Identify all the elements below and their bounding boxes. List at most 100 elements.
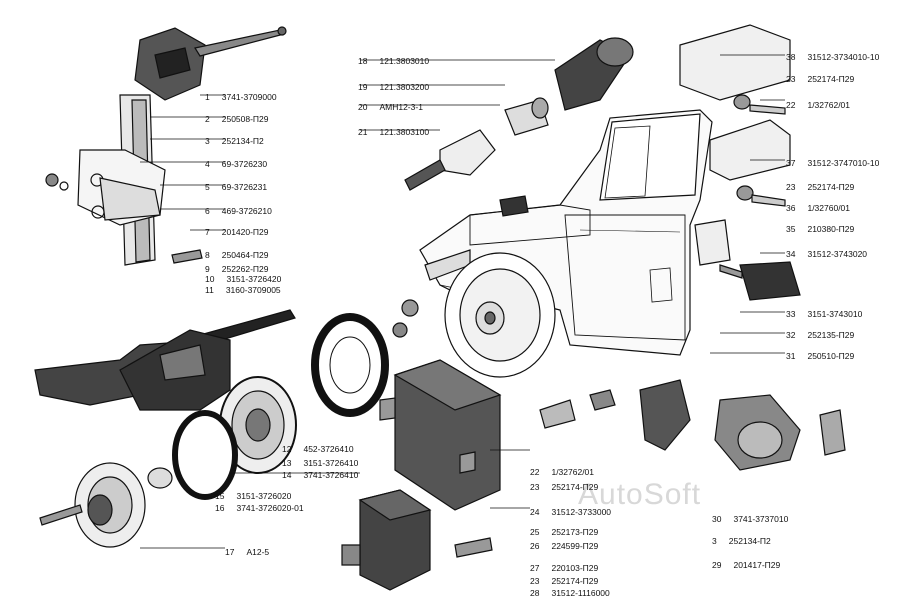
callout-number: 22 [530, 467, 540, 477]
part-code: 250464-П29 [221, 250, 269, 260]
part-code: 1/32762/01 [551, 467, 595, 477]
callout-number: 28 [530, 588, 540, 598]
callout-number: 5 [205, 182, 210, 192]
part-code: 3151-3726420 [226, 274, 282, 284]
callout-26: 26 224599-П29 [530, 541, 598, 551]
callout-number: 37 [786, 158, 796, 168]
callout-number: 22 [786, 100, 796, 110]
callout-23: 23 252174-П29 [530, 482, 598, 492]
part-code: 224599-П29 [551, 541, 599, 551]
callout-number: 25 [530, 527, 540, 537]
part-code: 31512-3743020 [807, 249, 868, 259]
callout-number: 4 [205, 159, 210, 169]
callout-7: 7 201420-П29 [205, 227, 269, 237]
callout-number: 23 [786, 182, 796, 192]
part-code: 3151-3726020 [236, 491, 292, 501]
callout-number: 19 [358, 82, 368, 92]
part-code: 252173-П29 [551, 527, 599, 537]
callout-number: 1 [205, 92, 210, 102]
callout-number: 31 [786, 351, 796, 361]
callout-35: 35 210380-П29 [786, 224, 854, 234]
part-code: 201417-П29 [733, 560, 781, 570]
part-code: 3741-3737010 [733, 514, 789, 524]
callout-number: 18 [358, 56, 368, 66]
lower-right-parts [454, 379, 846, 558]
callout-number: 2 [205, 114, 210, 124]
part-code: АМН12-3-1 [379, 102, 423, 112]
callout-38: 38 31512-3734010-10 [786, 52, 879, 62]
callout-number: 3 [205, 136, 210, 146]
part-code: 210380-П29 [807, 224, 855, 234]
part-code: 121.3803100 [379, 127, 430, 137]
callout-8: 8 250464-П29 [205, 250, 269, 260]
callout-number: 15 [215, 491, 225, 501]
leader-lines [140, 54, 785, 549]
part-code: 69-3726231 [221, 182, 268, 192]
callout-21: 21 121.3803100 [358, 127, 429, 137]
relay-block [379, 359, 502, 511]
mirror-assembly [694, 219, 801, 301]
watermark: AutoSoft [578, 478, 702, 511]
part-code: 201420-П29 [221, 227, 269, 237]
lower-relay [341, 489, 432, 591]
part-code: 252174-П29 [807, 182, 855, 192]
callout-33: 33 3151-3743010 [786, 309, 862, 319]
callout-number: 8 [205, 250, 210, 260]
callout-22: 22 1/32762/01 [530, 467, 594, 477]
part-code: 252174-П29 [807, 74, 855, 84]
part-code: 252134-П2 [728, 536, 771, 546]
callout-number: 21 [358, 127, 368, 137]
part-code: 3741-3726410 [303, 470, 359, 480]
part-code: 1/32760/01 [807, 203, 851, 213]
part-code: 3160-3709005 [225, 285, 281, 295]
callout-number: 23 [530, 482, 540, 492]
part-code: 452-3726410 [303, 444, 354, 454]
part-code: 3741-3726020-01 [236, 503, 304, 513]
callout-number: 24 [530, 507, 540, 517]
callout-15: 15 3151-3726020 [215, 491, 291, 501]
callout-number: 16 [215, 503, 225, 513]
part-code: 252174-П29 [551, 482, 599, 492]
callout-18: 18 121.3803010 [358, 56, 429, 66]
callout-number: 33 [786, 309, 796, 319]
callout-1: 1 3741-3709000 [205, 92, 277, 102]
callout-25: 25 252173-П29 [530, 527, 598, 537]
part-code: 3151-3743010 [807, 309, 863, 319]
front-wheel [444, 252, 556, 378]
callout-number: 23 [786, 74, 796, 84]
callout-number: 7 [205, 227, 210, 237]
callout-32: 32 252135-П29 [786, 330, 854, 340]
steering-switch-rings [172, 299, 419, 500]
part-code: 31512-3734010-10 [807, 52, 880, 62]
callout-16: 16 3741-3726020-01 [215, 503, 304, 513]
callout-number: 32 [786, 330, 796, 340]
part-code: 3741-3709000 [221, 92, 277, 102]
part-code: А12-5 [246, 547, 270, 557]
callout-number: 35 [786, 224, 796, 234]
callout-number: 26 [530, 541, 540, 551]
part-code: 31512-3733000 [551, 507, 612, 517]
callout-number: 38 [786, 52, 796, 62]
callout-12: 12 452-3726410 [282, 444, 354, 454]
part-code: 252135-П29 [807, 330, 855, 340]
part-code: 121.3803010 [379, 56, 430, 66]
callout-23: 23 252174-П29 [786, 182, 854, 192]
callout-number: 12 [282, 444, 292, 454]
